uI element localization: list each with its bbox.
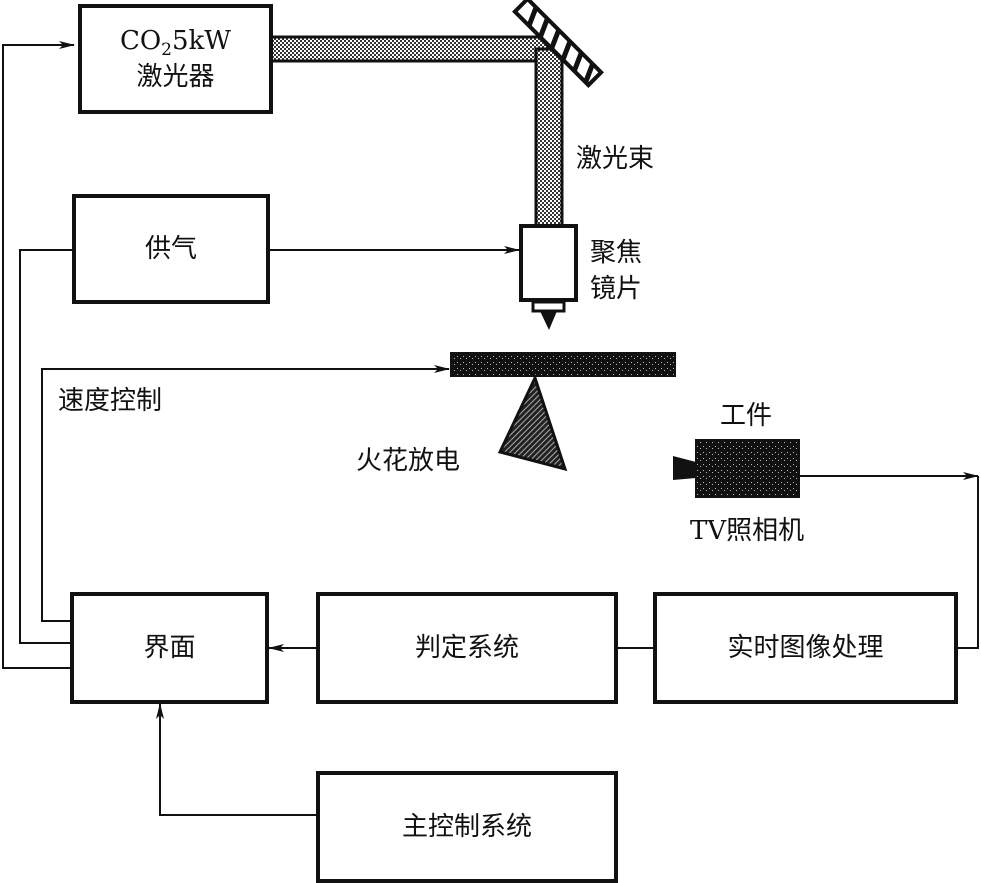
focus-lens-collar [531,300,566,313]
focus-lens-label-1: 聚焦 [590,238,643,268]
gas-supply-label: 供气 [144,233,197,264]
interface-label: 界面 [143,632,196,663]
workpiece-plate [450,352,676,377]
gas-supply-box: 供气 [72,194,270,304]
spark-discharge-label: 火花放电 [356,446,461,476]
focus-lens-housing [519,224,578,302]
laser-beam-vertical [534,47,564,233]
interface-box: 界面 [70,592,269,704]
laser-beam-label: 激光束 [576,144,655,174]
tv-camera-label: TV照相机 [690,516,805,546]
main-control-box: 主控制系统 [316,771,618,883]
main-control-label: 主控制系统 [401,811,532,842]
image-processing-box: 实时图像处理 [653,592,958,704]
wire-speed-control [41,365,450,622]
laser-beam-horizontal [268,35,550,63]
laser-box: CO25kW 激光器 [78,4,273,114]
wire-interface-to-laser [2,41,75,669]
wire-camera-return [958,476,979,649]
focus-lens-label-2: 镜片 [590,274,643,304]
wire-interface-to-gas [19,249,72,644]
laser-name-label: 激光器 [136,61,215,92]
speed-control-label: 速度控制 [58,386,163,416]
wire-main-control-to-interface [156,703,318,816]
workpiece-label: 工件 [720,401,773,431]
laser-model-label: CO25kW [119,25,232,60]
mirror-icon [512,0,604,88]
nozzle-tip [540,311,557,330]
image-processing-label: 实时图像处理 [727,632,884,663]
spark-discharge-cone [497,373,568,472]
judgment-system-label: 判定系统 [414,632,519,663]
judgment-system-box: 判定系统 [316,592,618,704]
tv-camera-body [695,439,800,498]
tv-camera-lens [673,456,696,480]
